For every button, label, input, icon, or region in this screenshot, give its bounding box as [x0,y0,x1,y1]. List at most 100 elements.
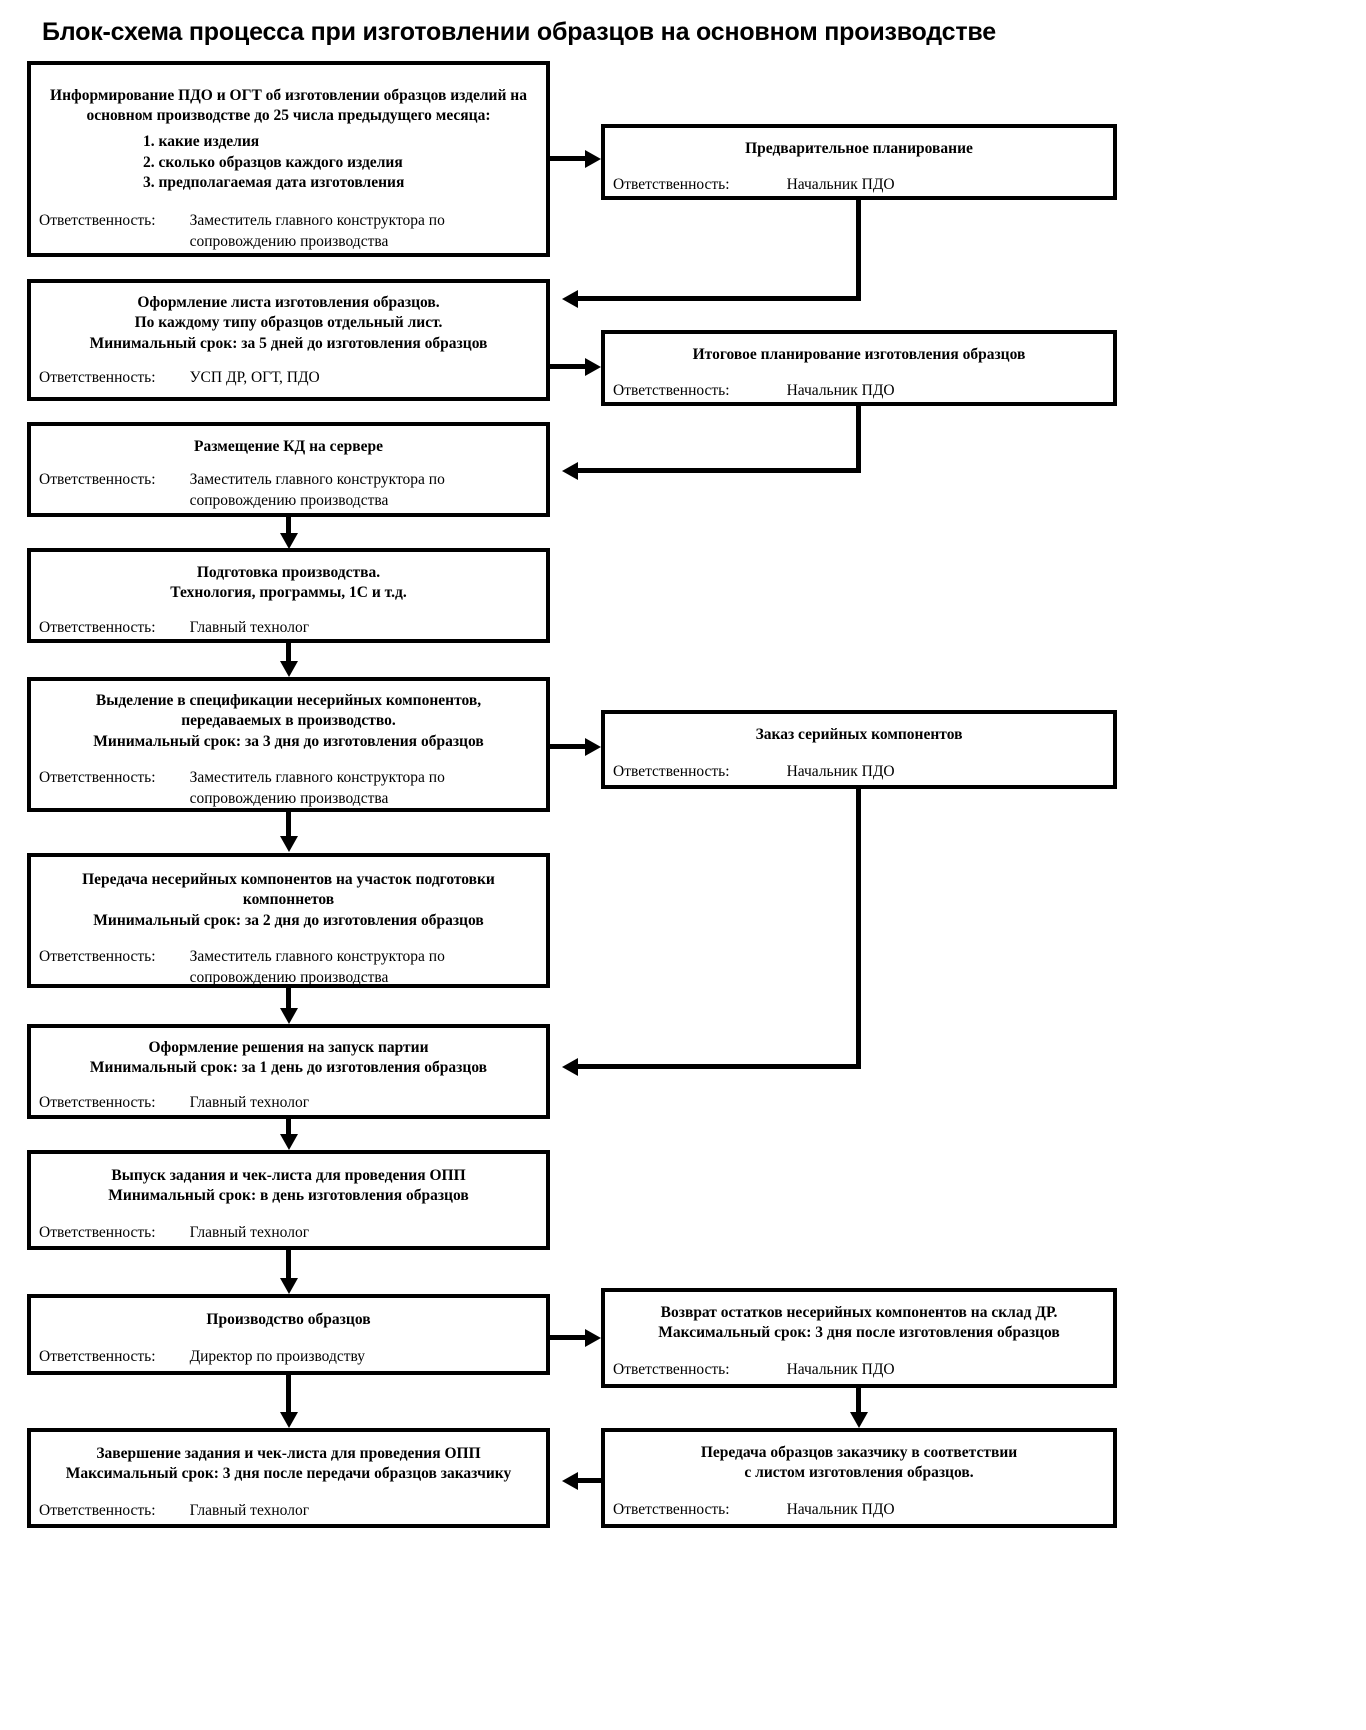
node-serial-order[interactable]: Заказ серийных компонентов Ответственнос… [601,710,1117,789]
responsibility-label: Ответственность: [39,948,156,966]
responsibility-label: Ответственность: [39,1348,156,1366]
arrowhead-right [585,149,601,168]
node-task-completion-title: Завершение задания и чек-листа для прове… [65,1445,512,1483]
arrowhead-down [279,836,298,852]
responsibility-value: Главный технолог [189,1223,310,1241]
node-task-issue[interactable]: Выпуск задания и чек-листа для проведени… [27,1150,550,1250]
responsibility-label: Ответственность: [39,1093,156,1111]
node-sample-production-title: Производство образцов [206,1311,371,1328]
responsibility-value: Начальник ПДО [786,382,895,400]
responsibility-value: Директор по производству [189,1348,366,1366]
responsibility-label: Ответственность: [613,1360,730,1378]
responsibility-value: Главный технолог [189,618,310,636]
node-return-remains-responsibility: Ответственность: Начальник ПДО [605,1360,1113,1381]
connector-nonserial-transfer-to-batch-decision [286,988,291,1008]
node-sample-production[interactable]: Производство образцов Ответственность: Д… [27,1294,550,1375]
node-sheet-registration[interactable]: Оформление листа изготовления образцов. … [27,279,550,401]
responsibility-value: Начальник ПДО [786,1500,895,1518]
arrowhead-down [849,1412,868,1428]
node-return-remains-title: Возврат остатков несерийных компонентов … [658,1304,1060,1342]
connector-final-planning-down [856,406,861,470]
responsibility-label: Ответственность: [39,369,156,387]
node-informing[interactable]: Информирование ПДО и ОГТ об изготовлении… [27,61,550,257]
node-kd-on-server-title: Размещение КД на сервере [194,438,383,455]
arrowhead-right [585,357,601,376]
node-preliminary-planning[interactable]: Предварительное планирование Ответственн… [601,124,1117,200]
connector-return-remains-to-transfer-customer [856,1388,861,1412]
connector-task-issue-to-sample-production [286,1250,291,1278]
arrowhead-left [562,1471,578,1490]
responsibility-label: Ответственность: [39,1223,156,1241]
node-task-issue-responsibility: Ответственность: Главный технолог [31,1223,546,1244]
node-task-issue-title: Выпуск задания и чек-листа для проведени… [108,1167,469,1205]
node-sample-production-responsibility: Ответственность: Директор по производств… [31,1347,546,1368]
responsibility-value: Начальник ПДО [786,763,895,781]
node-informing-responsibility: Ответственность: Заместитель главного ко… [31,211,546,253]
arrowhead-down [279,1008,298,1024]
list-item: 3. предполагаемая дата изготовления [143,174,405,192]
responsibility-value: Начальник ПДО [786,176,895,194]
node-kd-on-server[interactable]: Размещение КД на сервере Ответственность… [27,422,550,517]
connector-kd-to-production-prep [286,517,291,535]
node-sheet-registration-responsibility: Ответственность: УСП ДР, ОГТ, ПДО [31,368,546,389]
node-return-remains[interactable]: Возврат остатков несерийных компонентов … [601,1288,1117,1388]
node-nonserial-selection-responsibility: Ответственность: Заместитель главного ко… [31,768,546,810]
node-batch-decision-responsibility: Ответственность: Главный технолог [31,1093,546,1114]
node-batch-decision-title: Оформление решения на запуск партии Мини… [89,1039,488,1077]
node-preliminary-planning-title: Предварительное планирование [745,140,973,157]
arrowhead-right [585,737,601,756]
responsibility-value: Главный технолог [189,1501,310,1519]
node-transfer-to-customer-title: Передача образцов заказчику в соответств… [700,1444,1018,1482]
node-nonserial-selection-title: Выделение в спецификации несерийных комп… [93,692,484,750]
arrowhead-left [562,289,578,308]
arrowhead-down [279,661,298,677]
responsibility-label: Ответственность: [613,176,730,194]
node-final-planning[interactable]: Итоговое планирование изготовления образ… [601,330,1117,406]
connector-sample-production-to-task-completion [286,1375,291,1412]
node-informing-title: Информирование ПДО и ОГТ об изготовлении… [50,87,527,125]
node-serial-order-responsibility: Ответственность: Начальник ПДО [605,762,1113,783]
node-final-planning-title: Итоговое планирование изготовления образ… [692,346,1026,363]
arrowhead-down [279,1412,298,1428]
connector-informing-to-preliminary [550,156,585,161]
node-production-prep[interactable]: Подготовка производства. Технология, про… [27,548,550,643]
connector-nonserial-selection-to-serial-order [550,744,585,749]
connector-final-planning-to-kd [578,468,861,473]
arrowhead-down [279,1278,298,1294]
node-nonserial-transfer[interactable]: Передача несерийных компонентов на участ… [27,853,550,988]
connector-nonserial-selection-to-transfer [286,812,291,836]
node-sheet-registration-title: Оформление листа изготовления образцов. … [89,294,488,352]
arrowhead-left [562,1057,578,1076]
node-nonserial-transfer-responsibility: Ответственность: Заместитель главного ко… [31,947,546,989]
connector-transfer-customer-to-task-completion [578,1478,603,1483]
responsibility-label: Ответственность: [39,212,156,230]
node-kd-on-server-responsibility: Ответственность: Заместитель главного ко… [31,470,546,512]
responsibility-value: Заместитель главного конструктора по соп… [189,471,445,510]
connector-sample-production-to-return-remains [550,1335,585,1340]
list-item: 1. какие изделия [143,132,260,150]
responsibility-value: Главный технолог [189,1093,310,1111]
responsibility-label: Ответственность: [39,769,156,787]
node-transfer-to-customer[interactable]: Передача образцов заказчику в соответств… [601,1428,1117,1528]
connector-sheet-to-final-planning [550,364,585,369]
node-serial-order-title: Заказ серийных компонентов [755,726,963,743]
connector-serial-order-to-batch-decision [578,1064,861,1069]
connector-batch-decision-to-task-issue [286,1119,291,1134]
responsibility-label: Ответственность: [613,763,730,781]
responsibility-value: УСП ДР, ОГТ, ПДО [189,369,320,387]
node-production-prep-responsibility: Ответственность: Главный технолог [31,618,546,639]
responsibility-value: Заместитель главного конструктора по соп… [189,212,445,251]
responsibility-value: Заместитель главного конструктора по соп… [189,769,445,808]
node-batch-decision[interactable]: Оформление решения на запуск партии Мини… [27,1024,550,1119]
node-preliminary-planning-responsibility: Ответственность: Начальник ПДО [605,175,1113,196]
node-nonserial-selection[interactable]: Выделение в спецификации несерийных комп… [27,677,550,812]
responsibility-value: Заместитель главного конструктора по соп… [189,948,445,987]
connector-preliminary-to-sheet [578,296,861,301]
responsibility-label: Ответственность: [613,382,730,400]
responsibility-value: Начальник ПДО [786,1360,895,1378]
node-transfer-to-customer-responsibility: Ответственность: Начальник ПДО [605,1500,1113,1521]
node-final-planning-responsibility: Ответственность: Начальник ПДО [605,381,1113,402]
node-task-completion[interactable]: Завершение задания и чек-листа для прове… [27,1428,550,1528]
responsibility-label: Ответственность: [39,618,156,636]
